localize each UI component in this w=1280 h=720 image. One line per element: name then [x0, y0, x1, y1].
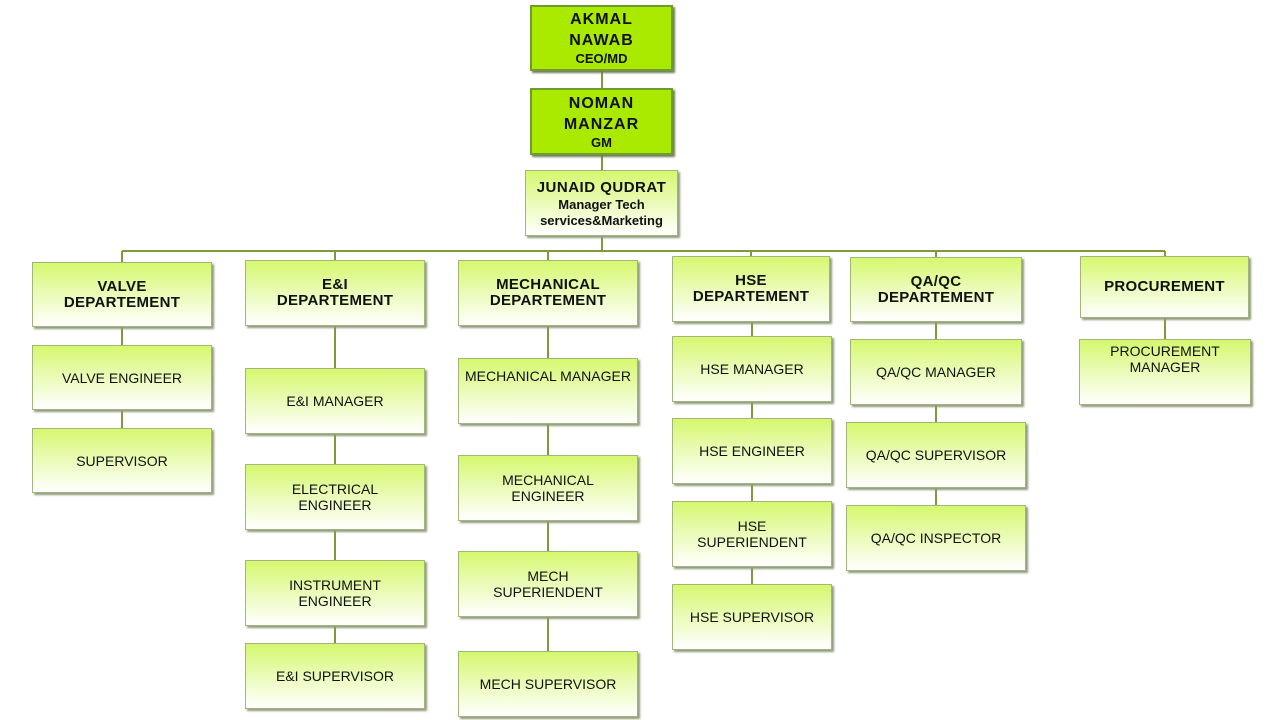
role-hse-superiendent-line1: HSE — [737, 518, 767, 534]
manager-title-line2: services&Marketing — [540, 212, 663, 228]
role-instrument-engineer-line1: INSTRUMENT — [289, 577, 381, 593]
role-hse-engineer[interactable]: HSE ENGINEER — [672, 418, 832, 484]
department-ei-label-line2: DEPARTEMENT — [276, 292, 394, 309]
department-valve-label-line1: VALVE — [97, 277, 147, 295]
role-mechanical-manager[interactable]: MECHANICAL MANAGER — [458, 358, 638, 424]
role-procurement-manager-line2: MANAGER — [1129, 359, 1201, 375]
role-qaqc-manager-label: QA/QC MANAGER — [876, 364, 996, 380]
role-qaqc-inspector[interactable]: QA/QC INSPECTOR — [846, 505, 1026, 571]
department-mechanical[interactable]: MECHANICAL DEPARTEMENT — [458, 260, 638, 326]
role-valve-supervisor-label: SUPERVISOR — [76, 452, 168, 469]
ceo-name-line1: AKMAL — [570, 11, 633, 28]
role-instrument-engineer-line2: ENGINEER — [298, 593, 372, 609]
department-qaqc-label-line1: QA/QC — [910, 272, 962, 290]
role-electrical-engineer-line1: ELECTRICAL — [291, 481, 379, 497]
role-electrical-engineer[interactable]: ELECTRICAL ENGINEER — [245, 464, 425, 530]
department-hse-label-line1: HSE — [735, 272, 767, 289]
role-mechanical-engineer-line2: ENGINEER — [511, 488, 585, 504]
role-hse-manager[interactable]: HSE MANAGER — [672, 336, 832, 402]
department-hse-label-line2: DEPARTEMENT — [692, 288, 810, 305]
role-procurement-manager[interactable]: PROCUREMENT MANAGER — [1079, 339, 1251, 405]
ceo-box[interactable]: AKMAL NAWAB CEO/MD — [530, 5, 673, 71]
role-qaqc-inspector-label: QA/QC INSPECTOR — [870, 530, 1002, 546]
role-mechanical-engineer-line1: MECHANICAL — [502, 472, 594, 488]
manager-title-line1: Manager Tech — [558, 196, 645, 212]
manager-name: JUNAID QUDRAT — [536, 178, 667, 196]
role-qaqc-supervisor[interactable]: QA/QC SUPERVISOR — [846, 422, 1026, 488]
role-mech-superiendent-line2: SUPERIENDENT — [493, 584, 603, 600]
role-valve-engineer-label: VALVE ENGINEER — [61, 369, 183, 386]
role-ei-manager[interactable]: E&I MANAGER — [245, 368, 425, 434]
role-valve-supervisor[interactable]: SUPERVISOR — [32, 428, 212, 493]
role-mechanical-manager-label: MECHANICAL MANAGER — [465, 368, 631, 384]
department-ei[interactable]: E&I DEPARTEMENT — [245, 260, 425, 326]
department-qaqc-label-line2: DEPARTEMENT — [877, 288, 995, 306]
role-hse-engineer-label: HSE ENGINEER — [699, 443, 805, 459]
role-mechanical-engineer[interactable]: MECHANICAL ENGINEER — [458, 455, 638, 521]
ceo-name-line2: NAWAB — [569, 32, 634, 49]
role-qaqc-manager[interactable]: QA/QC MANAGER — [850, 339, 1022, 405]
gm-name-line2: MANZAR — [563, 115, 640, 133]
role-procurement-manager-line1: PROCUREMENT — [1110, 343, 1220, 359]
department-qaqc[interactable]: QA/QC DEPARTEMENT — [850, 257, 1022, 322]
role-hse-superiendent[interactable]: HSE SUPERIENDENT — [672, 501, 832, 567]
role-hse-supervisor-label: HSE SUPERVISOR — [689, 609, 815, 625]
gm-name-line1: NOMAN — [568, 94, 635, 112]
role-mech-supervisor[interactable]: MECH SUPERVISOR — [458, 651, 638, 717]
role-hse-supervisor[interactable]: HSE SUPERVISOR — [672, 584, 832, 650]
role-ei-manager-label: E&I MANAGER — [286, 393, 384, 409]
department-mechanical-label-line1: MECHANICAL — [496, 276, 600, 293]
department-valve[interactable]: VALVE DEPARTEMENT — [32, 262, 212, 327]
gm-title: GM — [591, 134, 612, 150]
role-mech-supervisor-label: MECH SUPERVISOR — [479, 676, 617, 692]
department-mechanical-label-line2: DEPARTEMENT — [489, 292, 607, 309]
role-qaqc-supervisor-label: QA/QC SUPERVISOR — [865, 447, 1007, 463]
department-procurement[interactable]: PROCUREMENT — [1080, 256, 1249, 318]
ceo-title: CEO/MD — [575, 51, 628, 66]
role-instrument-engineer[interactable]: INSTRUMENT ENGINEER — [245, 560, 425, 626]
role-electrical-engineer-line2: ENGINEER — [298, 497, 372, 513]
manager-box[interactable]: JUNAID QUDRAT Manager Tech services&Mark… — [525, 170, 678, 236]
role-mech-superiendent[interactable]: MECH SUPERIENDENT — [458, 551, 638, 617]
role-mech-superiendent-line1: MECH — [527, 568, 569, 584]
department-procurement-label-line1: PROCUREMENT — [1104, 278, 1225, 295]
role-valve-engineer[interactable]: VALVE ENGINEER — [32, 345, 212, 410]
department-ei-label-line1: E&I — [322, 276, 348, 293]
gm-box[interactable]: NOMAN MANZAR GM — [530, 88, 673, 155]
department-hse[interactable]: HSE DEPARTEMENT — [672, 256, 830, 322]
role-ei-supervisor-label: E&I SUPERVISOR — [275, 668, 394, 684]
role-ei-supervisor[interactable]: E&I SUPERVISOR — [245, 643, 425, 709]
role-hse-manager-label: HSE MANAGER — [700, 361, 804, 377]
role-hse-superiendent-line2: SUPERIENDENT — [697, 534, 807, 550]
department-valve-label-line2: DEPARTEMENT — [63, 293, 181, 311]
